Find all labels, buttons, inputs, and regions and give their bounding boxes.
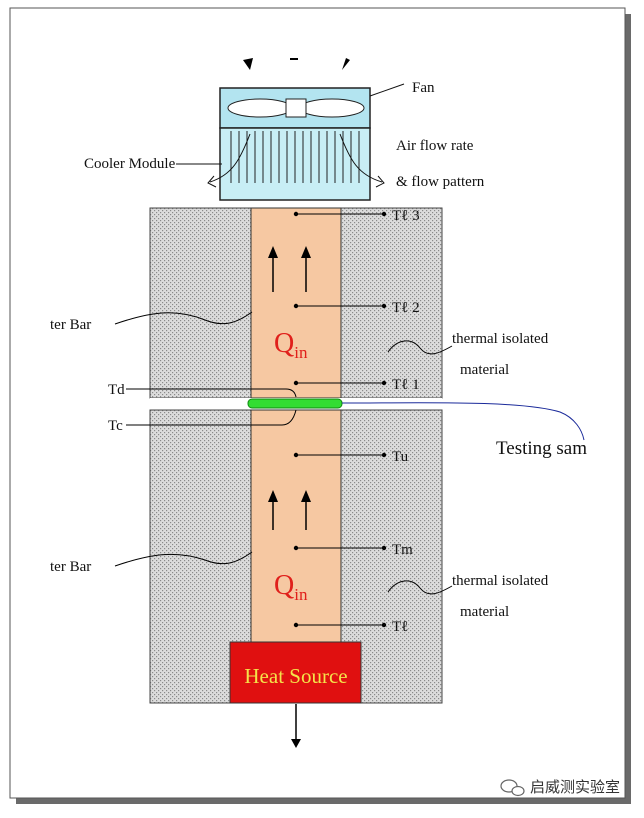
air-flow-rate-label: Air flow rate xyxy=(396,138,474,154)
upper-arrow-head-left xyxy=(268,246,278,258)
testing-sample xyxy=(247,398,343,409)
t-l1-label: Tℓ 1 xyxy=(392,377,420,393)
td-leader xyxy=(126,388,297,398)
fan-leader xyxy=(369,83,405,97)
thermocouple-leaders xyxy=(296,213,384,626)
cooler-module xyxy=(207,127,385,201)
watermark-text: 启威测实验室 xyxy=(530,778,620,796)
fan-label: Fan xyxy=(412,80,435,96)
heat-source-block xyxy=(229,641,362,704)
upper-arrow-head-right xyxy=(301,246,311,258)
upper-flow-arrows xyxy=(272,256,307,292)
exhaust-arrow-right xyxy=(342,58,350,70)
lower-isolated-leader xyxy=(387,580,453,595)
t-c-label: Tc xyxy=(108,418,123,434)
fan-icon xyxy=(219,87,371,129)
upper-isolated-label-2: material xyxy=(460,362,509,378)
t-m-label: Tm xyxy=(392,542,413,558)
cooler-module-label: Cooler Module xyxy=(84,156,176,172)
lower-arrow-head-right xyxy=(301,490,311,502)
thermocouple-points xyxy=(293,211,387,628)
wechat-icon xyxy=(500,779,525,797)
q-in-upper: Qin xyxy=(274,328,308,362)
heat-source-label: Heat Source xyxy=(244,664,347,688)
lower-arrow-head-left xyxy=(268,490,278,502)
upper-isolated-leader xyxy=(387,340,453,355)
testing-sample-label: Testing sam xyxy=(496,438,587,459)
lower-bar-label: ter Bar xyxy=(50,559,91,575)
upper-isolated-label-1: thermal isolated xyxy=(452,331,549,347)
exhaust-arrow-left xyxy=(243,58,253,70)
t-l-label: Tℓ xyxy=(392,619,408,635)
t-l2-label: Tℓ 2 xyxy=(392,300,420,316)
lower-isolated-label-2: material xyxy=(460,604,509,620)
flow-pattern-label: & flow pattern xyxy=(396,174,485,190)
sample-leader xyxy=(341,402,585,441)
exhaust-mark xyxy=(290,58,298,60)
t-d-label: Td xyxy=(108,382,125,398)
t-u-label: Tu xyxy=(392,449,409,465)
lower-meter-bar xyxy=(250,409,342,643)
upper-bar-label: ter Bar xyxy=(50,317,91,333)
lower-isolated-label-1: thermal isolated xyxy=(452,573,549,589)
upper-meter-bar xyxy=(250,207,342,399)
upper-bar-leader xyxy=(114,311,253,325)
lower-bar-leader xyxy=(114,551,253,567)
t-l3-label: Tℓ 3 xyxy=(392,208,420,224)
lower-flow-arrows xyxy=(272,500,307,530)
tc-leader xyxy=(126,409,297,426)
bottom-arrow-head xyxy=(291,739,301,748)
q-in-lower: Qin xyxy=(274,570,308,604)
